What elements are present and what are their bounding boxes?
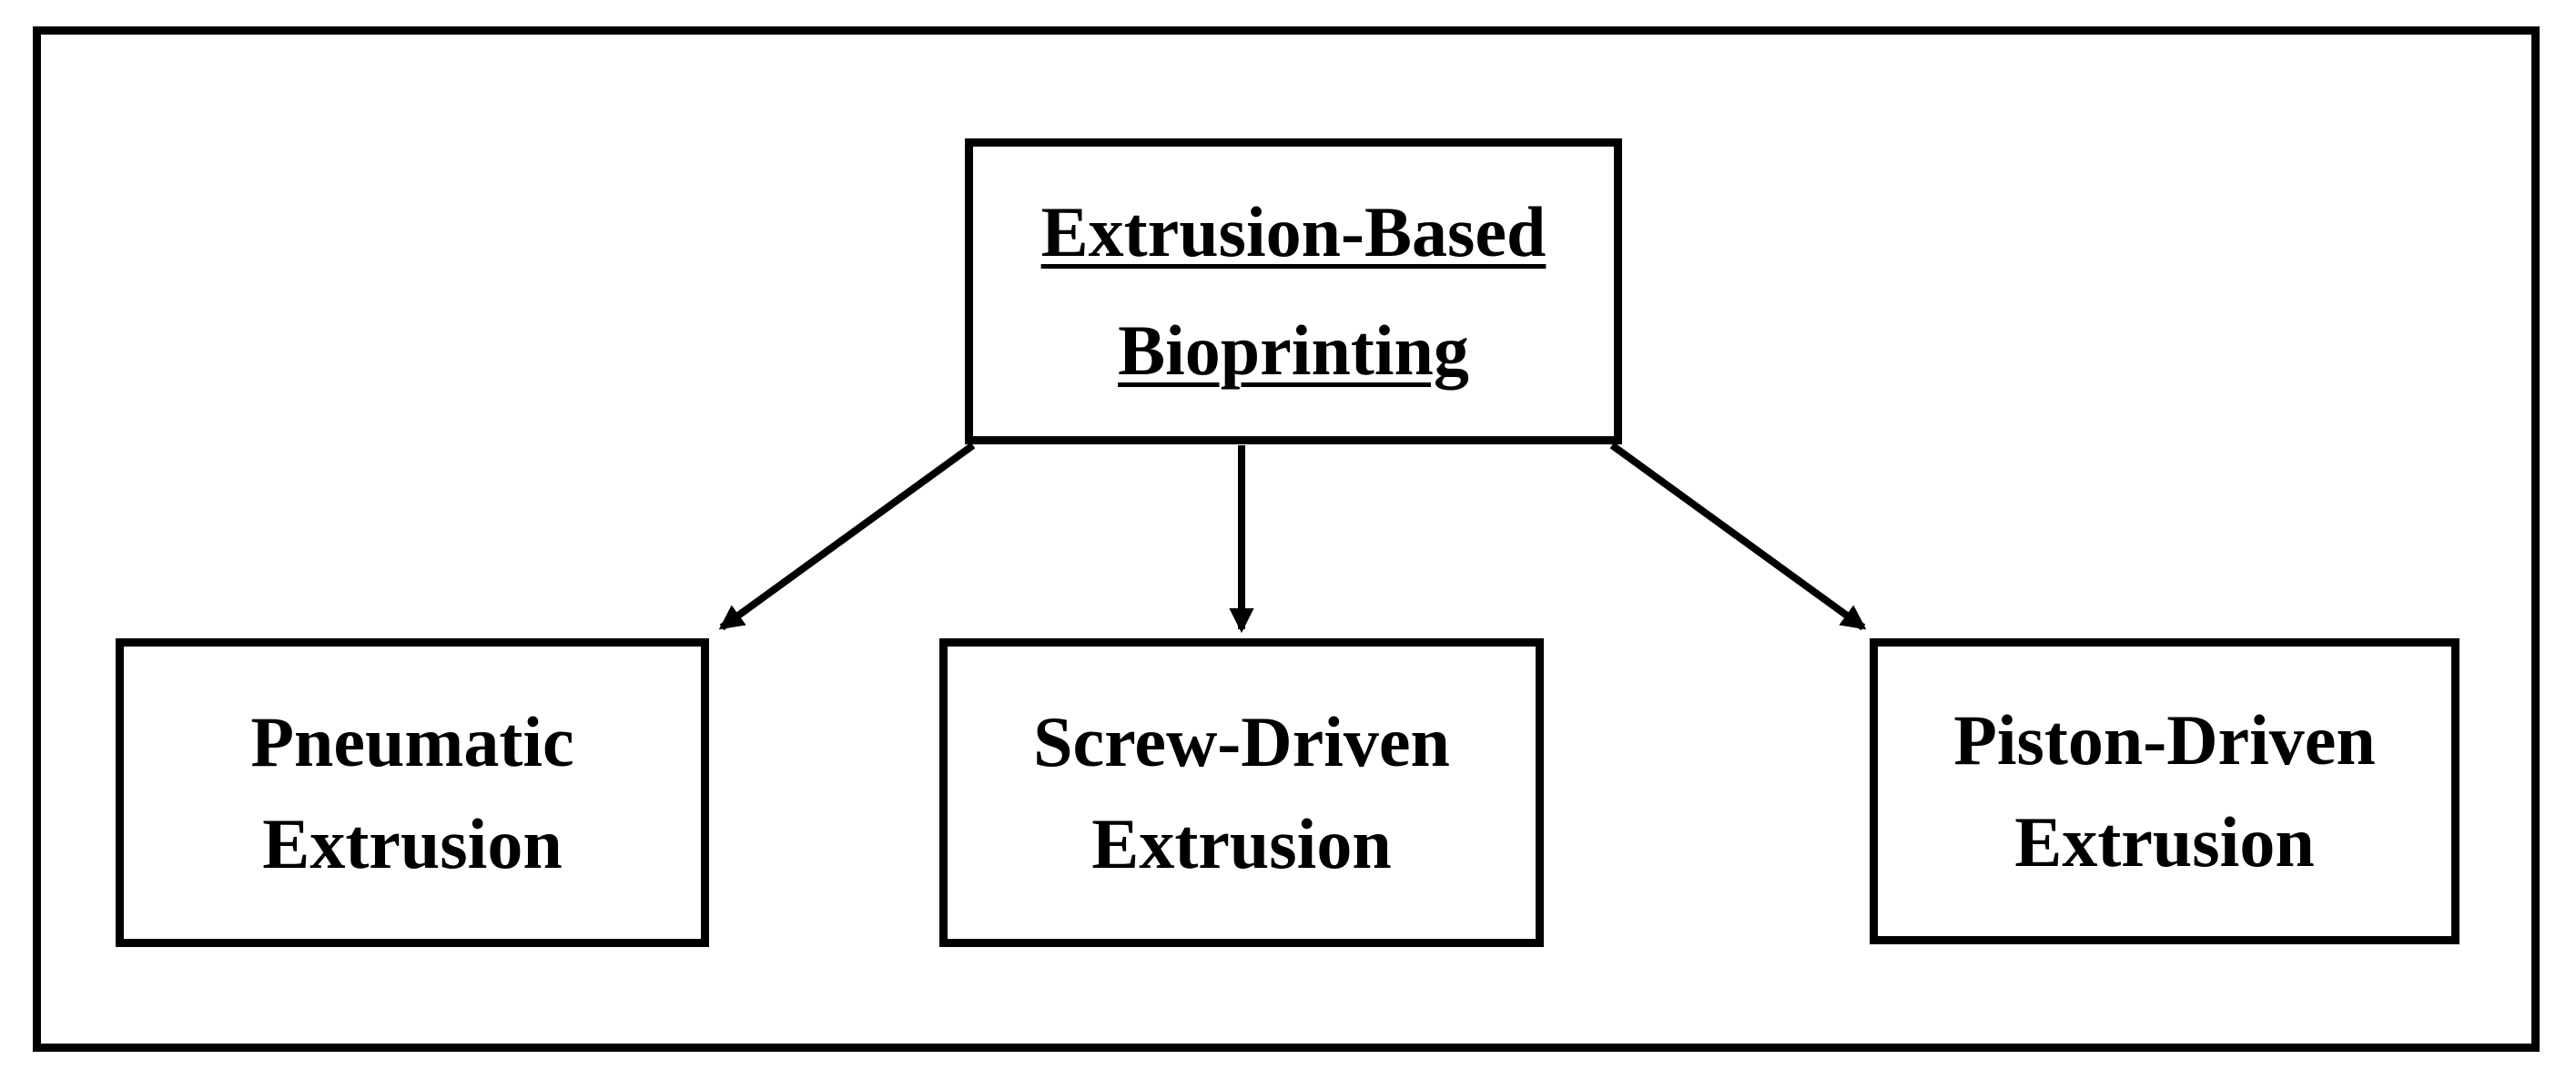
node-pneumatic-extrusion: Pneumatic Extrusion (116, 638, 709, 947)
node-piston-label-line1: Piston-Driven (1953, 700, 2376, 779)
node-pneumatic-label-line1: Pneumatic (250, 701, 574, 781)
node-screw-label-line1: Screw-Driven (1033, 701, 1450, 781)
node-piston-label-line2: Extrusion (2014, 802, 2315, 881)
node-piston-driven-extrusion: Piston-Driven Extrusion (1870, 638, 2459, 944)
node-screw-driven-extrusion: Screw-Driven Extrusion (939, 638, 1544, 947)
diagram-outer-border (33, 26, 2540, 1052)
node-extrusion-based-bioprinting: Extrusion-Based Bioprinting (965, 138, 1622, 444)
node-screw-label-line2: Extrusion (1091, 803, 1392, 883)
node-root-label-line2: Bioprinting (1118, 311, 1469, 390)
node-pneumatic-label-line2: Extrusion (262, 803, 563, 883)
node-root-label-line1: Extrusion-Based (1040, 192, 1547, 271)
